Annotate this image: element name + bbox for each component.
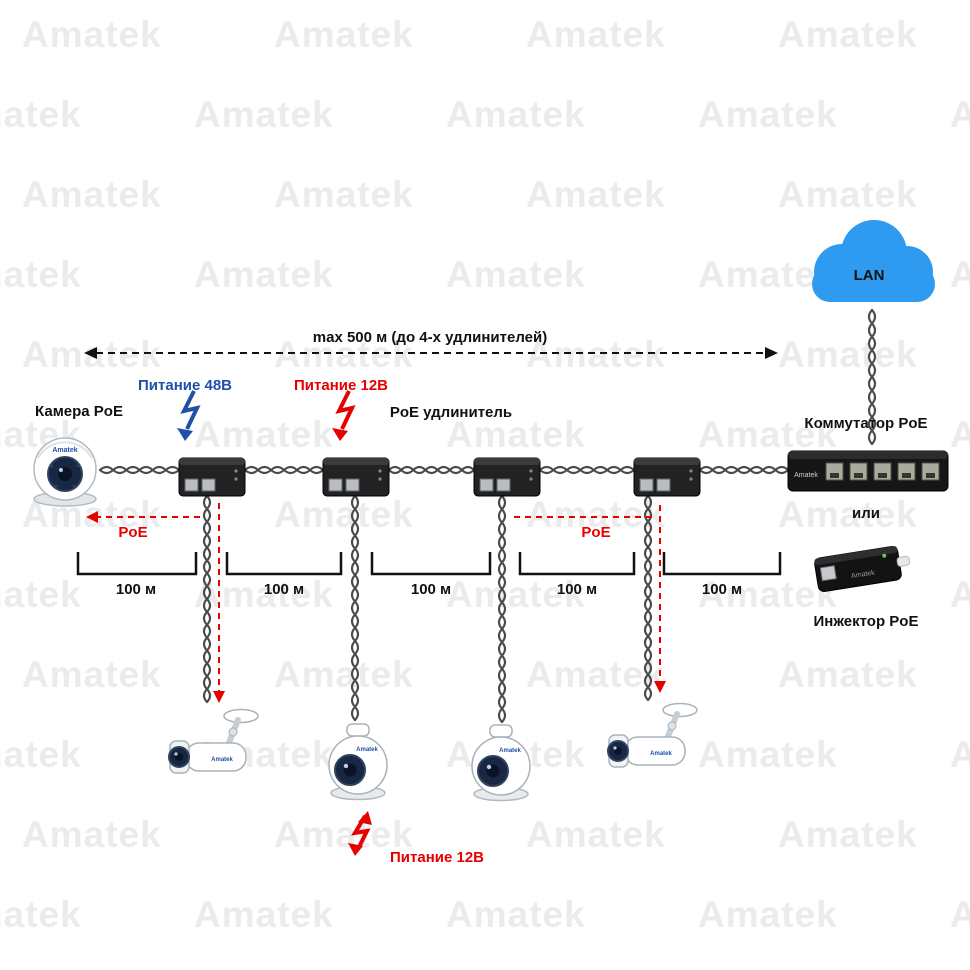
arrow-left-icon bbox=[86, 511, 98, 523]
poe-extender-4 bbox=[633, 457, 701, 497]
lan-label: LAN bbox=[853, 267, 885, 284]
injector-label: Инжектор PoE bbox=[813, 613, 919, 630]
twisted-pair-cable bbox=[387, 465, 476, 475]
power-48-label: Питание 48В bbox=[138, 377, 232, 394]
switch-ports bbox=[825, 462, 940, 481]
segment-label: 100 м bbox=[701, 581, 743, 598]
segment-label: 100 м bbox=[556, 581, 598, 598]
or-label: или bbox=[852, 505, 880, 522]
power-12-top-bolt-icon bbox=[332, 390, 356, 441]
rj45-port bbox=[819, 565, 837, 582]
arrow-down-icon bbox=[654, 681, 666, 693]
power-12-bottom-bolt-icon bbox=[348, 811, 372, 856]
camera-brand: Amatek bbox=[356, 747, 378, 753]
poe-power-lines bbox=[86, 503, 666, 703]
poe-left-label: PoE bbox=[118, 524, 148, 541]
camera-brand: Amatek bbox=[499, 748, 521, 754]
twisted-pair-cable bbox=[497, 494, 507, 724]
rj45-port bbox=[656, 478, 671, 492]
twisted-pair-cable bbox=[350, 494, 360, 722]
rj45-port bbox=[328, 478, 343, 492]
switch-brand: Amatek bbox=[794, 472, 818, 479]
max-distance-label: max 500 м (до 4-х удлинителей) bbox=[312, 329, 548, 346]
rj45-port bbox=[201, 478, 216, 492]
segment-label: 100 м bbox=[263, 581, 305, 598]
camera-poe-label: Камера PoE bbox=[35, 403, 123, 420]
rj45-port bbox=[479, 478, 494, 492]
poe-injector: Amatek bbox=[814, 546, 911, 592]
turret-camera-1: Amatek bbox=[328, 723, 388, 801]
bullet-camera-1: Amatek bbox=[168, 708, 259, 774]
switch-label: Коммутатор PoE bbox=[804, 415, 928, 432]
twisted-pair-cable bbox=[243, 465, 325, 475]
arrow-left-icon bbox=[84, 347, 97, 359]
poe-extender-2 bbox=[322, 457, 390, 497]
twisted-pair-cable bbox=[497, 494, 507, 724]
twisted-pair-cable bbox=[202, 494, 212, 704]
poe-right-label: PoE bbox=[581, 524, 611, 541]
extender-label: PoE удлинитель bbox=[389, 404, 513, 421]
poe-extender-3 bbox=[473, 457, 541, 497]
power-12-top-label: Питание 12В bbox=[294, 377, 388, 394]
distance-brackets bbox=[76, 552, 782, 576]
twisted-pair-cable bbox=[538, 465, 636, 475]
poe-extender-1 bbox=[178, 457, 246, 497]
power-12-bottom-label: Питание 12В bbox=[390, 849, 484, 866]
arrow-down-icon bbox=[213, 691, 225, 703]
camera-brand: Amatek bbox=[52, 447, 77, 454]
turret-camera-2: Amatek bbox=[471, 724, 531, 802]
dome-camera: Amatek bbox=[33, 437, 97, 507]
twisted-pair-cable bbox=[867, 308, 877, 446]
rj45-port bbox=[184, 478, 199, 492]
camera-brand: Amatek bbox=[211, 757, 233, 763]
bullet-camera-2: Amatek bbox=[607, 702, 698, 768]
twisted-pair-cable bbox=[350, 494, 360, 722]
segment-label: 100 м bbox=[410, 581, 452, 598]
camera-brand: Amatek bbox=[650, 751, 672, 757]
injector-brand: Amatek bbox=[851, 569, 876, 580]
twisted-pair-cable bbox=[387, 465, 476, 475]
power-48-bolt-icon bbox=[177, 390, 201, 441]
cables-layer bbox=[98, 308, 877, 724]
twisted-pair-cable bbox=[538, 465, 636, 475]
twisted-pair-cable bbox=[643, 494, 653, 702]
twisted-pair-cable bbox=[698, 465, 790, 475]
rj45-port bbox=[496, 478, 511, 492]
poe-switch: Amatek bbox=[787, 450, 949, 492]
segment-label: 100 м bbox=[115, 581, 157, 598]
max-distance-arrow bbox=[84, 347, 778, 359]
rj45-port bbox=[639, 478, 654, 492]
twisted-pair-cable bbox=[698, 465, 790, 475]
twisted-pair-cable bbox=[98, 465, 181, 475]
arrow-right-icon bbox=[765, 347, 778, 359]
lan-cloud-icon bbox=[812, 220, 935, 302]
rj45-port bbox=[345, 478, 360, 492]
